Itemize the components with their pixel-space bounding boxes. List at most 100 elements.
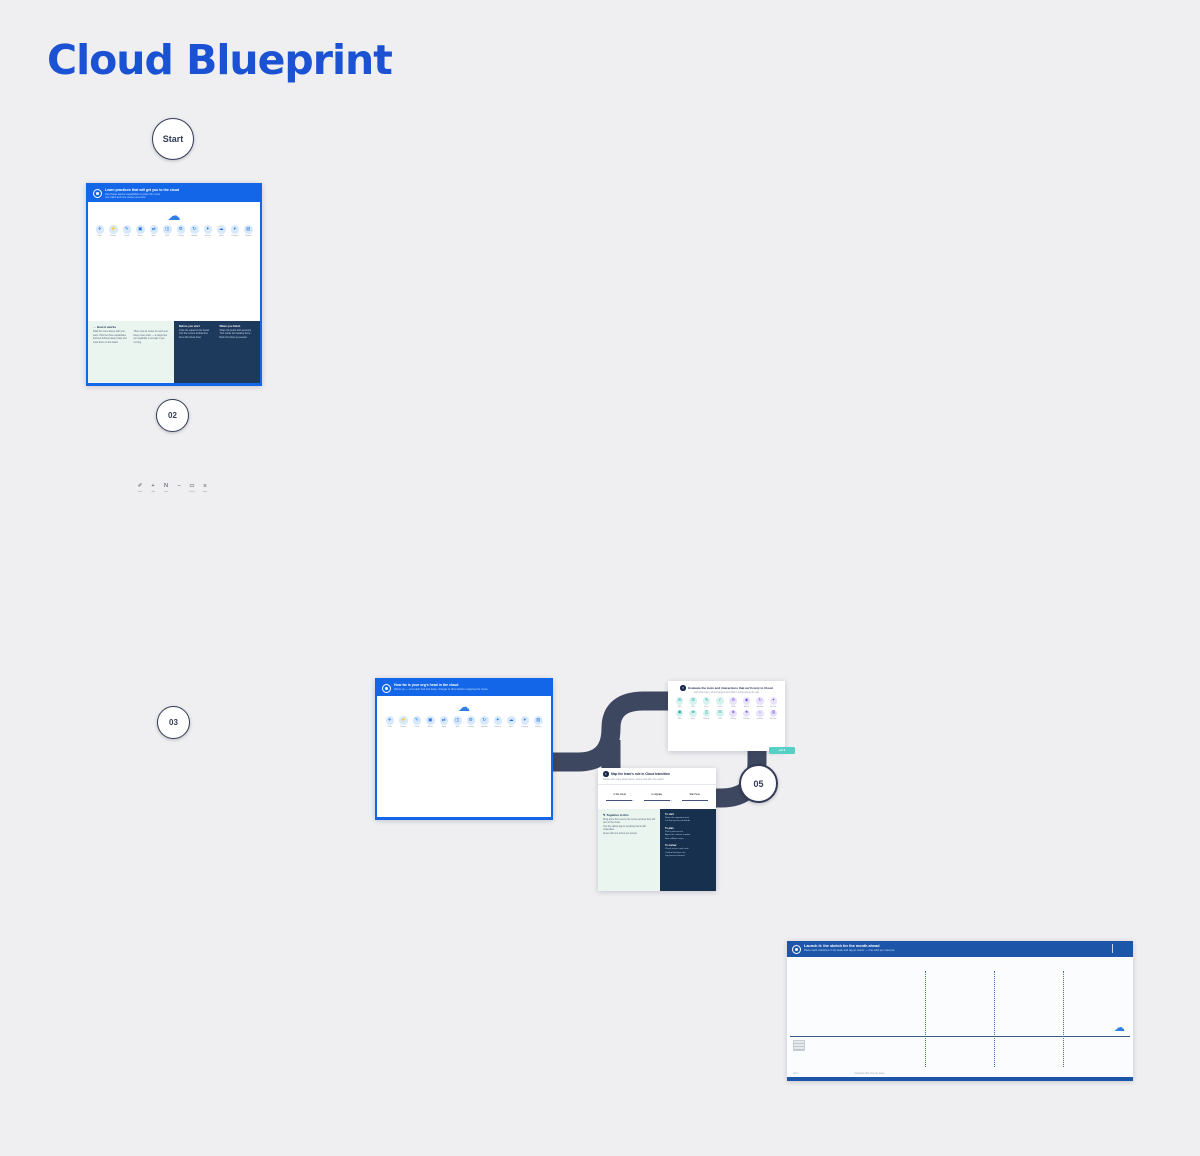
capability-item[interactable]: ✎ Draft bbox=[122, 225, 132, 237]
tool-item[interactable]: ⌂ Intranet bbox=[756, 709, 764, 720]
tool-item[interactable]: ✦ Access bbox=[769, 697, 778, 708]
tool-label: Watch bbox=[743, 705, 750, 708]
tool-item[interactable]: ✎ Docs bbox=[702, 697, 711, 708]
legend-tag: to migrate bbox=[651, 792, 663, 796]
capability-item[interactable]: ✎ Draft bbox=[412, 716, 422, 728]
capability-item[interactable]: ✈ Plan bbox=[95, 225, 105, 237]
legend-line bbox=[644, 799, 670, 801]
capability-icon: ▥ bbox=[244, 225, 253, 234]
toolbar-button[interactable]: ≡ more bbox=[201, 483, 209, 492]
tool-item[interactable]: ◫ Boards bbox=[702, 709, 711, 720]
capability-item[interactable]: ▥ Report bbox=[243, 225, 253, 237]
capability-item[interactable]: ⚙ Config bbox=[176, 225, 186, 237]
capability-item[interactable]: ▥ Report bbox=[533, 716, 543, 728]
capability-item[interactable]: ☁ Host bbox=[506, 716, 516, 728]
checklist-heading: When you finish bbox=[219, 325, 241, 328]
capability-item[interactable]: ▾ Deploy bbox=[520, 716, 530, 728]
tool-item[interactable]: ▣ Files bbox=[675, 709, 684, 720]
capability-item[interactable]: ✦ Secure bbox=[493, 716, 503, 728]
capability-item[interactable]: ◫ Split bbox=[162, 225, 172, 237]
tool-icon: ✉ bbox=[675, 697, 684, 705]
capability-item[interactable]: ▣ Store bbox=[425, 716, 435, 728]
legend-tag: Start here bbox=[689, 792, 701, 796]
tool-item[interactable]: ☰ Wiki bbox=[689, 697, 697, 708]
card-warmup[interactable]: How far is your org's head in the cloud … bbox=[375, 678, 553, 820]
node-step-02[interactable]: 02 bbox=[156, 399, 189, 432]
tool-icon: ⚙ bbox=[729, 697, 737, 705]
sort-chip[interactable]: sort it bbox=[769, 747, 795, 754]
capability-item[interactable]: ◫ Split bbox=[452, 716, 462, 728]
capability-icon: ✎ bbox=[412, 716, 421, 725]
capability-item[interactable]: ▣ Store bbox=[135, 225, 145, 237]
app-logo-icon: ✦ bbox=[603, 771, 609, 777]
toolbar-button[interactable]: ▭ frame bbox=[188, 483, 196, 493]
legend-item[interactable]: in the cloud → bbox=[606, 792, 634, 803]
capability-item[interactable]: ✦ Secure bbox=[203, 225, 213, 237]
tool-item[interactable]: ↻ Backup bbox=[756, 697, 764, 708]
capability-icon: ▣ bbox=[426, 716, 435, 725]
card-title: Learn practices that will get you to the… bbox=[105, 188, 180, 192]
tool-icon: ☏ bbox=[716, 709, 724, 717]
tool-item[interactable]: ☏ Calls bbox=[716, 709, 724, 720]
tool-item[interactable]: ◈ Billing bbox=[729, 709, 737, 720]
card-evaluate[interactable]: ✦ Evaluate the tools and interactions th… bbox=[668, 681, 795, 754]
capability-item[interactable]: ☁ Host bbox=[216, 225, 226, 237]
toolbar-button[interactable]: N note bbox=[162, 483, 170, 492]
legend-line bbox=[682, 799, 708, 801]
tool-item[interactable]: ✉ Mail bbox=[675, 697, 684, 708]
capability-label: Plan bbox=[387, 725, 392, 728]
toolbar-icon: ≡ bbox=[203, 483, 207, 489]
toolbar-button[interactable]: ✐ draw bbox=[136, 483, 144, 492]
tool-icon: ✦ bbox=[769, 697, 778, 705]
tool-icon: ◈ bbox=[729, 709, 737, 717]
capability-item[interactable]: ↻ Update bbox=[479, 716, 489, 728]
toolbar-label: add bbox=[151, 490, 155, 493]
tool-item[interactable]: ✓ Tasks bbox=[716, 697, 724, 708]
capability-item[interactable]: ✈ Plan bbox=[385, 716, 395, 728]
node-step-03[interactable]: 03 bbox=[157, 706, 190, 739]
tool-item[interactable]: ★ Review bbox=[742, 709, 751, 720]
capability-label: Report bbox=[245, 234, 252, 237]
toolbar-icon: + bbox=[151, 483, 155, 489]
legend-item[interactable]: to migrate → bbox=[644, 792, 672, 803]
tool-icon: ★ bbox=[742, 709, 751, 717]
capability-item[interactable]: ⚡ Power bbox=[398, 716, 408, 728]
capability-label: Report bbox=[535, 725, 542, 728]
mini-toolbar: ✐ draw + add N note – ▭ frame bbox=[136, 483, 209, 493]
tool-item[interactable]: ⇄ Sync bbox=[689, 709, 697, 720]
node-05-label: 05 bbox=[753, 778, 764, 789]
toolbar-button[interactable]: – bbox=[175, 483, 183, 493]
card-map[interactable]: ✦ Map the team's role in Cloud transitio… bbox=[598, 768, 716, 891]
capability-item[interactable]: ▾ Deploy bbox=[230, 225, 240, 237]
tool-item[interactable]: ⚙ Build bbox=[729, 697, 737, 708]
capability-item[interactable]: ↻ Update bbox=[189, 225, 199, 237]
capability-item[interactable]: ⚙ Config bbox=[466, 716, 476, 728]
capability-item[interactable]: ⚡ Power bbox=[108, 225, 118, 237]
legend-tag: in the cloud bbox=[613, 792, 626, 796]
capability-item[interactable]: ⇄ Sync bbox=[439, 716, 449, 728]
capability-icon: ▣ bbox=[136, 225, 145, 234]
tool-item[interactable]: ▥ Archive bbox=[769, 709, 778, 720]
how-it-works-col1: Walk the icons above with your team. Pic… bbox=[93, 331, 127, 344]
card-roadmap[interactable]: Launch it: the sketch for the month ahea… bbox=[787, 941, 1133, 1081]
legend-item[interactable]: Start here bbox=[682, 793, 708, 803]
tool-label: Access bbox=[770, 705, 777, 708]
card-learn[interactable]: Learn practices that will get you to the… bbox=[86, 183, 262, 386]
toolbar-button[interactable]: + add bbox=[149, 483, 157, 493]
toolbar-label: frame bbox=[189, 490, 195, 493]
tool-label: Wiki bbox=[691, 705, 695, 708]
sticky-note-icon[interactable] bbox=[793, 1040, 805, 1051]
card-warmup-header: How far is your org's head in the cloud … bbox=[377, 680, 551, 696]
node-start[interactable]: Start bbox=[152, 118, 194, 160]
card-subtitle: Sort what stays, what changes and what i… bbox=[693, 691, 760, 694]
card-title: Evaluate the tools and interactions that… bbox=[688, 685, 773, 690]
tool-icon: ✎ bbox=[702, 697, 711, 705]
toolbar-icon: ✐ bbox=[137, 483, 143, 489]
legend-row: in the cloud → to migrate → Start here bbox=[598, 785, 716, 809]
column-separator bbox=[994, 971, 995, 1067]
capability-item[interactable]: ⇄ Sync bbox=[149, 225, 159, 237]
capability-icon: ▾ bbox=[520, 716, 529, 725]
tool-item[interactable]: ◉ Watch bbox=[742, 697, 751, 708]
node-step-05[interactable]: 05 bbox=[739, 764, 778, 803]
